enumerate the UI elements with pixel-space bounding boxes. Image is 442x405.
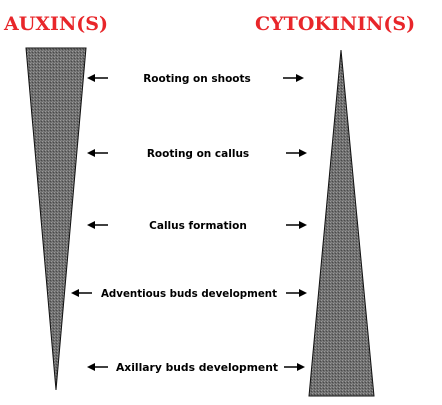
right-arrow-icon — [286, 149, 307, 157]
left-arrow-icon — [87, 221, 108, 229]
left-arrow-icon — [71, 289, 92, 297]
left-arrow-icon — [87, 74, 108, 82]
cytokinin-gradient-wedge — [308, 49, 375, 397]
row-label: Rooting on callus — [147, 148, 249, 160]
right-arrow-icon — [283, 74, 304, 82]
auxin-gradient-wedge — [25, 47, 87, 391]
row-rooting-on-callus: Rooting on callus — [87, 148, 307, 160]
row-adventious-buds-development: Adventious buds development — [71, 288, 307, 300]
row-axillary-buds-development: Axillary buds development — [87, 362, 305, 374]
row-label: Rooting on shoots — [143, 73, 251, 85]
row-rooting-on-shoots: Rooting on shoots — [87, 73, 304, 85]
left-arrow-icon — [87, 149, 108, 157]
row-label: Adventious buds development — [101, 288, 277, 300]
row-label: Axillary buds development — [116, 362, 278, 374]
right-arrow-icon — [286, 289, 307, 297]
cytokinin-header: CYTOKININ(S) — [255, 13, 415, 35]
row-label: Callus formation — [149, 220, 247, 232]
right-arrow-icon — [286, 221, 307, 229]
right-arrow-icon — [284, 363, 305, 371]
row-callus-formation: Callus formation — [87, 220, 307, 232]
left-arrow-icon — [87, 363, 108, 371]
auxin-header: AUXIN(S) — [3, 13, 108, 35]
